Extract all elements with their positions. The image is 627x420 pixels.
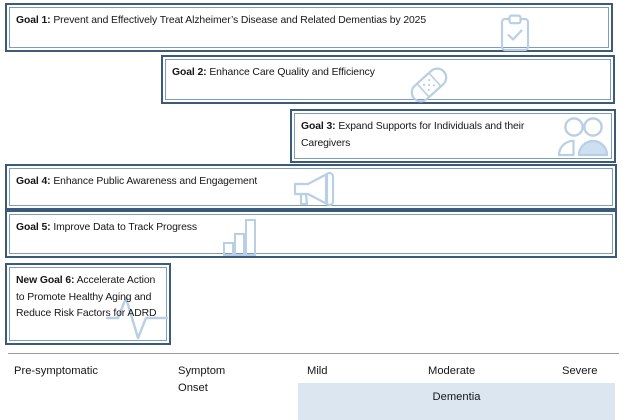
dementia-band-label: Dementia xyxy=(432,391,481,403)
goal-box-4[interactable]: Goal 4: Enhance Public Awareness and Eng… xyxy=(5,164,617,210)
goal-6-prefix: New Goal 6: xyxy=(16,275,75,286)
goal-2-body: Enhance Care Quality and Efficiency xyxy=(206,67,375,78)
timeline-label-symptom-onset: Symptom Onset xyxy=(178,365,226,394)
goal-box-2[interactable]: Goal 2: Enhance Care Quality and Efficie… xyxy=(161,55,615,104)
goal-3-body: Expand Supports for Individuals and thei… xyxy=(301,121,525,149)
goal-box-6[interactable]: New Goal 6: Accelerate Action to Promote… xyxy=(5,263,171,345)
timeline-label-moderate: Moderate xyxy=(428,365,476,377)
goal-6-body: Accelerate Action to Promote Healthy Agi… xyxy=(16,275,157,319)
goal-2-prefix: Goal 2: xyxy=(172,67,207,78)
goal-1-text: Goal 1: Prevent and Effectively Treat Al… xyxy=(16,12,604,29)
goal-3-prefix: Goal 3: xyxy=(301,121,336,132)
goal-1-body: Prevent and Effectively Treat Alzheimer’… xyxy=(50,15,427,26)
timeline-label-severe: Severe xyxy=(562,365,598,377)
goal-1-prefix: Goal 1: xyxy=(16,15,51,26)
dementia-band: Dementia xyxy=(298,383,615,420)
goal-6-text: New Goal 6: Accelerate Action to Promote… xyxy=(16,273,162,323)
timeline-divider xyxy=(8,353,619,354)
timeline-label-pre-symptomatic: Pre-symptomatic xyxy=(14,365,98,377)
goal-4-text: Goal 4: Enhance Public Awareness and Eng… xyxy=(16,173,608,190)
goal-5-body: Improve Data to Track Progress xyxy=(50,222,197,233)
people-group-icon xyxy=(557,116,609,158)
goal-box-5[interactable]: Goal 5: Improve Data to Track Progress xyxy=(5,210,617,258)
goal-4-body: Enhance Public Awareness and Engagement xyxy=(50,176,258,187)
goal-box-3[interactable]: Goal 3: Expand Supports for Individuals … xyxy=(290,109,616,163)
goal-box-1[interactable]: Goal 1: Prevent and Effectively Treat Al… xyxy=(5,3,613,52)
goal-5-text: Goal 5: Improve Data to Track Progress xyxy=(16,219,608,236)
goal-2-text: Goal 2: Enhance Care Quality and Efficie… xyxy=(172,64,606,81)
goal-4-prefix: Goal 4: xyxy=(16,176,51,187)
timeline-label-mild: Mild xyxy=(307,365,328,377)
goal-5-prefix: Goal 5: xyxy=(16,222,51,233)
goal-3-text: Goal 3: Expand Supports for Individuals … xyxy=(301,118,553,152)
